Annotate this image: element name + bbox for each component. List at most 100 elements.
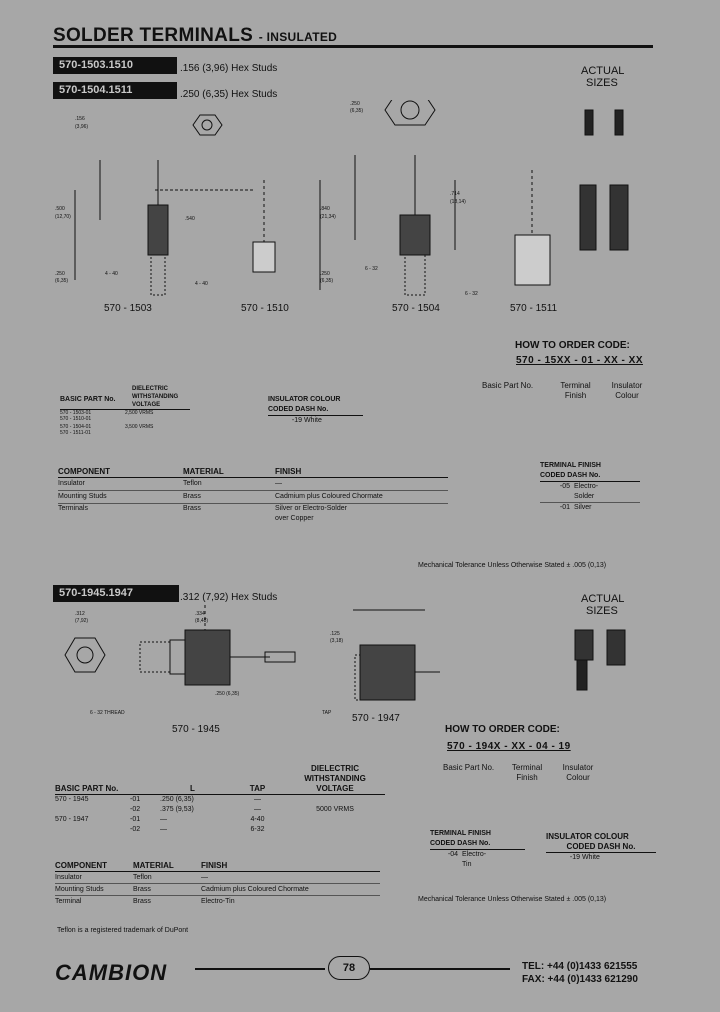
svg-text:(8,48): (8,48) bbox=[195, 618, 208, 624]
order-code-title-1: HOW TO ORDER CODE: bbox=[515, 340, 630, 351]
tolerance-note-1: Mechanical Tolerance Unless Otherwise St… bbox=[418, 562, 607, 569]
table-row: 570 - 1504-01 bbox=[60, 424, 92, 430]
table-cell: Teflon bbox=[133, 874, 152, 881]
col-l: L bbox=[190, 784, 195, 793]
table-row: Mounting Studs bbox=[58, 493, 107, 500]
svg-text:.540: .540 bbox=[185, 216, 195, 222]
svg-text:.500: .500 bbox=[55, 206, 65, 212]
table-row: Terminal bbox=[55, 898, 82, 905]
col-component: COMPONENT bbox=[58, 467, 110, 476]
actual-sizes-label-s2-2: SIZES bbox=[586, 605, 618, 617]
table-cell: -02 bbox=[130, 826, 141, 833]
part-number-badge-1945: 570-1945.1947 bbox=[53, 585, 179, 602]
table-cell: 2,500 VRMS bbox=[125, 410, 154, 416]
colour-code: -19 bbox=[569, 854, 580, 861]
svg-text:6 - 32: 6 - 32 bbox=[365, 266, 378, 272]
table-cell: Brass bbox=[183, 493, 201, 500]
col-finish: FINISH bbox=[275, 467, 302, 476]
table-cell: .250 (6,35) bbox=[160, 796, 194, 803]
svg-text:.250 (6,35): .250 (6,35) bbox=[215, 691, 240, 697]
tolerance-note-2: Mechanical Tolerance Unless Otherwise St… bbox=[418, 896, 607, 903]
thread-label: 6 - 32 THREAD bbox=[90, 710, 125, 716]
table-cell: Brass bbox=[133, 886, 151, 893]
col-material-2: MATERIAL bbox=[133, 861, 174, 870]
hex-stud-desc-156: .156 (3,96) Hex Studs bbox=[180, 63, 278, 74]
table-cell: .375 (9,53) bbox=[160, 806, 194, 813]
dielectric-table-1: BASIC PART No. DIELECTRIC WITHSTANDING V… bbox=[60, 385, 190, 436]
table-cell: 6-32 bbox=[250, 826, 265, 833]
col-tap: TAP bbox=[249, 784, 266, 793]
insulator-1511 bbox=[514, 234, 551, 286]
table-row bbox=[55, 825, 130, 835]
col-finish-2: FINISH bbox=[201, 861, 228, 870]
terminal-finish-table-1: TERMINAL FINISH CODED DASH No. -05 Electr… bbox=[540, 461, 640, 513]
terminal-finish-title-2: TERMINAL FINISH bbox=[430, 830, 491, 837]
actual-sizes-label-2: SIZES bbox=[586, 77, 618, 89]
svg-text:.250: .250 bbox=[320, 271, 330, 277]
svg-text:.125: .125 bbox=[330, 631, 340, 637]
svg-text:.250: .250 bbox=[55, 271, 65, 277]
svg-text:(12,70): (12,70) bbox=[55, 214, 71, 220]
table-row: 570 - 1511-01 bbox=[60, 430, 91, 436]
table-row: 570 - 1945 bbox=[55, 796, 89, 803]
table-row: Insulator bbox=[58, 480, 85, 487]
finish-name: Electro-Solder bbox=[574, 483, 599, 500]
table-cell: — bbox=[275, 480, 282, 487]
svg-text:(6,35): (6,35) bbox=[320, 278, 333, 284]
footer-rule-right bbox=[370, 968, 510, 970]
col-basic-part: BASIC PART No. bbox=[60, 396, 116, 403]
part-table-2: BASIC PART No. L TAP DIELECTRIC WITHSTAN… bbox=[55, 764, 385, 835]
component-table-1: COMPONENT MATERIAL FINISH Insulator Tefl… bbox=[58, 467, 448, 524]
hex-stud-desc-312: .312 (7,92) Hex Studs bbox=[180, 592, 278, 603]
part-number-badge-1503: 570-1503.1510 bbox=[53, 57, 177, 74]
hex-stud-desc-250: .250 (6,35) Hex Studs bbox=[180, 89, 278, 100]
table-cell: 4-40 bbox=[250, 816, 265, 823]
svg-text:(6,35): (6,35) bbox=[350, 108, 363, 114]
table-cell: — bbox=[254, 796, 261, 803]
page-number: 78 bbox=[328, 956, 370, 980]
hex-nut-icon-1945 bbox=[64, 637, 106, 673]
terminal-finish-sub: CODED DASH No. bbox=[540, 471, 640, 482]
svg-text:(21,34): (21,34) bbox=[320, 214, 336, 220]
svg-text:4 - 40: 4 - 40 bbox=[195, 281, 208, 287]
insulator-colour-table-2: INSULATOR COLOUR CODED DASH No. -19 Whit… bbox=[546, 832, 656, 863]
svg-text:4 - 40: 4 - 40 bbox=[105, 271, 118, 277]
svg-text:(6,35): (6,35) bbox=[55, 278, 68, 284]
table-cell: Cadmium plus Coloured Chormate bbox=[201, 886, 309, 893]
fig-label-1945: 570 - 1945 bbox=[172, 724, 220, 735]
finish-code: -01 bbox=[559, 504, 570, 511]
order-part-finish-1: Terminal Finish bbox=[560, 381, 591, 400]
table-row: Mounting Studs bbox=[55, 886, 104, 893]
terminal-finish-sub-2: CODED DASH No. bbox=[430, 839, 525, 850]
order-part-basic-2: Basic Part No. bbox=[443, 763, 495, 772]
order-code-title-2: HOW TO ORDER CODE: bbox=[445, 724, 560, 735]
component-table-2: COMPONENT MATERIAL FINISH Insulator Tefl… bbox=[55, 861, 380, 907]
fig-label-1947: 570 - 1947 bbox=[352, 713, 400, 724]
finish-code: -05 bbox=[559, 483, 570, 490]
insulator-1947 bbox=[359, 644, 416, 701]
svg-text:.840: .840 bbox=[320, 206, 330, 212]
finish-name: Silver bbox=[574, 504, 592, 511]
terminal-finish-title: TERMINAL FINISH bbox=[540, 462, 601, 469]
table-row: Terminals bbox=[58, 505, 88, 512]
hex-nut-icon-1504 bbox=[384, 100, 436, 126]
table-row: Insulator bbox=[55, 874, 82, 881]
table-cell: Silver or Electro-Solder over Copper bbox=[275, 505, 347, 522]
table-cell: Electro-Tin bbox=[201, 898, 235, 905]
table-cell: — bbox=[160, 826, 167, 833]
order-part-basic-1: Basic Part No. bbox=[482, 381, 534, 390]
insulator-colour-title: INSULATOR COLOUR bbox=[268, 396, 341, 403]
table-cell: -02 bbox=[130, 806, 141, 813]
page-title: SOLDER TERMINALS - INSULATED bbox=[53, 25, 337, 47]
fig-label-1503: 570 - 1503 bbox=[104, 303, 152, 314]
fig-label-1511: 570 - 1511 bbox=[510, 303, 558, 314]
order-part-colour-2: Insulator Colour bbox=[562, 763, 594, 782]
col-component-2: COMPONENT bbox=[55, 861, 107, 870]
svg-text:.312: .312 bbox=[75, 611, 85, 617]
trademark-note: Teflon is a registered trademark of DuPo… bbox=[57, 927, 189, 934]
terminal-drawings-1: .156(3,96) .500(12,70) .250(6,35) 4 - 40… bbox=[55, 100, 629, 297]
title-rule bbox=[53, 45, 653, 48]
table-cell: Brass bbox=[133, 898, 151, 905]
col-dielectric: DIELECTRIC WITHSTANDING VOLTAGE bbox=[132, 386, 179, 408]
finish-name: Electro-Tin bbox=[462, 851, 487, 868]
